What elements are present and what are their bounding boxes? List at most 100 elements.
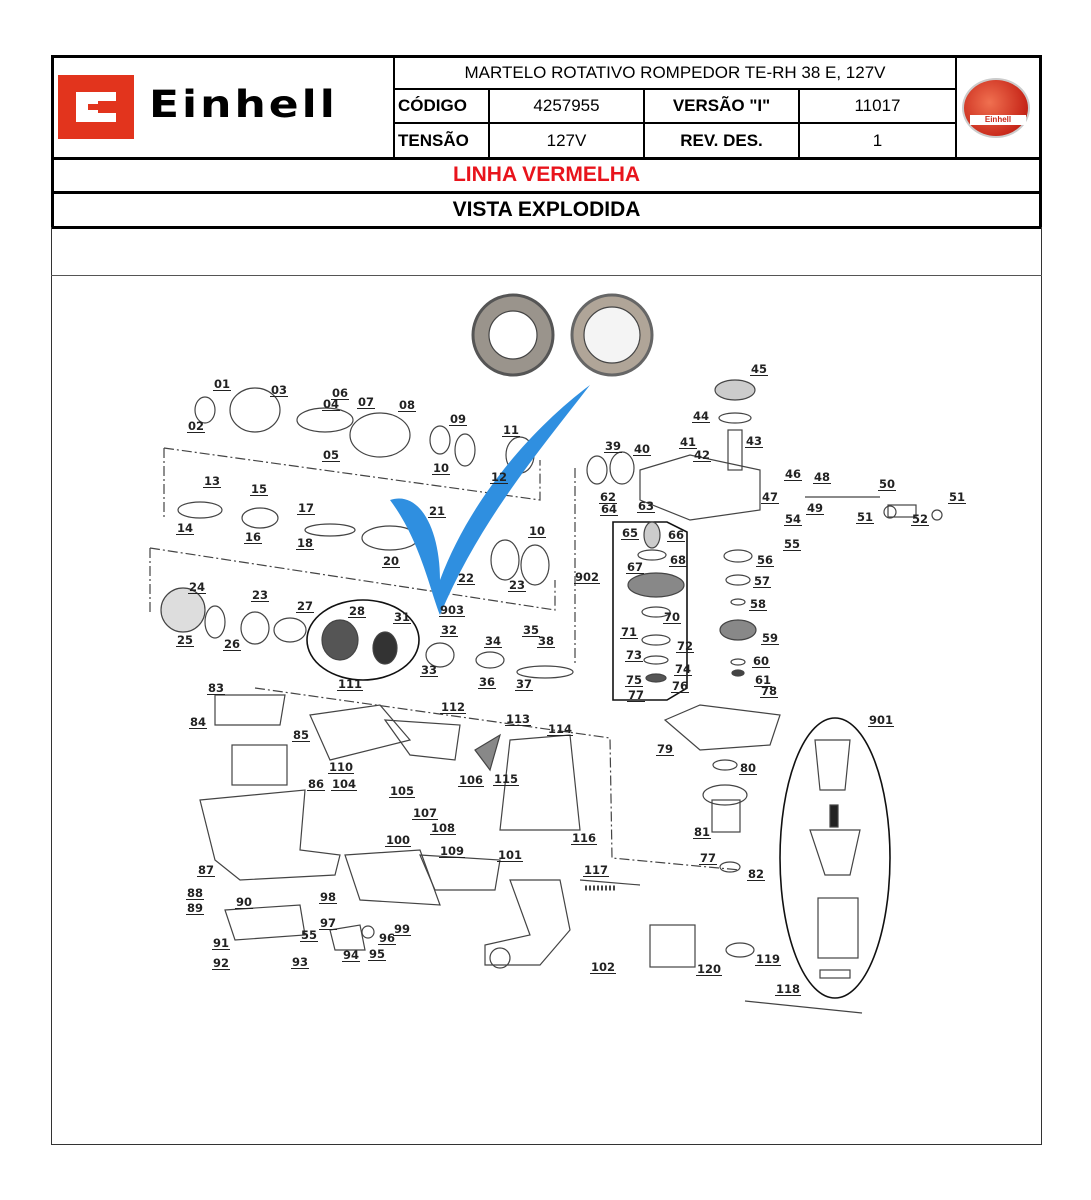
part-label: 903 [439,603,466,617]
part-label: 67 [626,560,645,574]
part-label: 64 [600,502,619,516]
diagram-frame [51,227,1042,1145]
part-label: 23 [508,578,527,592]
seal-cell [955,55,957,159]
part-label: 74 [674,662,693,676]
part-label: 70 [663,610,682,624]
part-label: 17 [297,501,316,515]
part-label: 59 [761,631,780,645]
part-label: 72 [676,639,695,653]
part-label: 45 [750,362,769,376]
part-label: 31 [393,610,412,624]
part-label: 28 [348,604,367,618]
part-label: 80 [739,761,758,775]
part-label: 55 [300,928,319,942]
part-label: 92 [212,956,231,970]
part-label: 75 [625,673,644,687]
part-label: 35 [522,623,541,637]
part-label: 104 [331,777,358,791]
product-title: MARTELO ROTATIVO ROMPEDOR TE-RH 38 E, 12… [395,58,955,90]
part-label: 10 [432,461,451,475]
part-label: 901 [868,713,895,727]
part-label: 71 [620,625,639,639]
part-label: 88 [186,886,205,900]
version-value: 11017 [800,90,955,124]
part-label: 106 [458,773,485,787]
part-label: 51 [856,510,875,524]
part-label: 110 [328,760,355,774]
part-label: 43 [745,434,764,448]
group-903-outline [306,599,420,681]
part-label: 118 [775,982,802,996]
group-902-outline [612,521,688,701]
part-label: 34 [484,634,503,648]
part-label: 95 [368,947,387,961]
revision-value: 1 [872,131,883,150]
part-label: 36 [478,675,497,689]
part-label: 86 [307,777,326,791]
part-label: 66 [667,528,686,542]
part-label: 06 [331,386,350,400]
part-label: 77 [699,851,718,865]
part-label: 79 [656,742,675,756]
part-label: 87 [197,863,216,877]
section-title: VISTA EXPLODIDA [452,197,641,221]
revision-label: REV. DES. [645,124,800,158]
part-label: 63 [637,499,656,513]
part-label: 117 [583,863,610,877]
part-label: 56 [756,553,775,567]
part-label: 13 [203,474,222,488]
part-label: 97 [319,916,338,930]
part-label: 77 [627,688,646,702]
part-label: 04 [322,397,341,411]
part-label: 49 [806,501,825,515]
voltage-label: TENSÃO [395,124,490,158]
part-label: 22 [457,571,476,585]
part-label: 55 [783,537,802,551]
part-label: 100 [385,833,412,847]
part-label: 23 [251,588,270,602]
part-label: 27 [296,599,315,613]
part-label: 62 [599,490,618,504]
logo-cell: Einhell [51,55,395,159]
part-label: 51 [948,490,967,504]
part-label: 46 [784,467,803,481]
part-label: 113 [505,712,532,726]
part-label: 20 [382,554,401,568]
part-label: 52 [911,512,930,526]
part-label: 107 [412,806,439,820]
part-label: 82 [747,867,766,881]
part-label: 111 [337,677,364,691]
part-label: 15 [250,482,269,496]
einhell-logo-icon [58,75,134,139]
part-label: 10 [528,524,547,538]
part-label: 24 [188,580,207,594]
part-label: 105 [389,784,416,798]
part-label: 50 [878,477,897,491]
part-label: 58 [749,597,768,611]
part-label: 57 [753,574,772,588]
part-label: 39 [604,439,623,453]
part-label: 26 [223,637,242,651]
version-label: VERSÃO "I" [645,90,800,124]
part-label: 902 [574,570,601,584]
part-label: 116 [571,831,598,845]
group-901-outline [779,717,891,999]
code-value: 4257955 [490,90,645,124]
divider [51,275,1042,276]
part-label: 93 [291,955,310,969]
part-label: 78 [760,684,779,698]
part-label: 07 [357,395,376,409]
part-label: 60 [752,654,771,668]
part-label: 114 [547,722,574,736]
part-label: 08 [398,398,417,412]
header-table [51,55,1042,229]
part-label: 83 [207,681,226,695]
part-label: 68 [669,553,688,567]
part-label: 94 [342,948,361,962]
part-label: 84 [189,715,208,729]
divider [51,157,1042,160]
part-label: 98 [319,890,338,904]
part-label: 81 [693,825,712,839]
part-label: 120 [696,962,723,976]
